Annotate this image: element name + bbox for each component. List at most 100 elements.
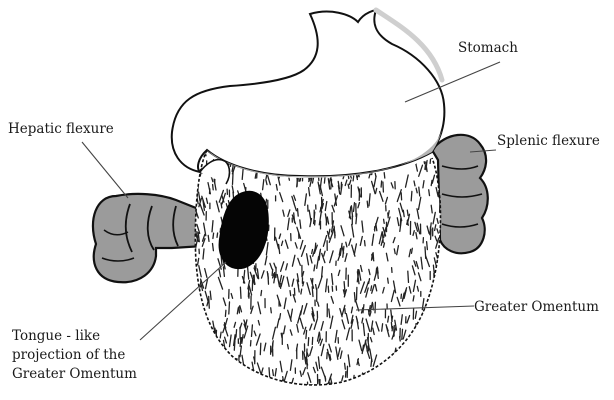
omentum-fiber bbox=[335, 383, 336, 395]
label-tongue-projection-line2: projection of the bbox=[12, 347, 125, 364]
omentum-fiber bbox=[209, 343, 211, 348]
omentum-fiber bbox=[301, 289, 302, 294]
omentum-fiber bbox=[431, 180, 432, 185]
omentum-fiber bbox=[439, 304, 440, 312]
omentum-fiber bbox=[407, 210, 408, 215]
omentum-fiber bbox=[312, 385, 315, 396]
omentum-fiber bbox=[272, 269, 273, 275]
omentum-fiber bbox=[348, 184, 349, 188]
omentum-fiber bbox=[327, 384, 328, 389]
omentum-fiber bbox=[219, 383, 221, 394]
omentum-fiber bbox=[440, 285, 442, 293]
omentum-fiber bbox=[258, 375, 260, 380]
omentum-fiber bbox=[194, 363, 197, 373]
omentum-fiber bbox=[199, 364, 203, 376]
omentum-fiber bbox=[308, 382, 309, 394]
omentum-fiber bbox=[233, 171, 234, 184]
omentum-fiber bbox=[212, 366, 214, 372]
omentum-fiber bbox=[438, 261, 439, 265]
omentum-fiber bbox=[298, 209, 299, 217]
omentum-fiber bbox=[211, 362, 213, 367]
label-splenic-flexure: Splenic flexure bbox=[497, 133, 600, 150]
omentum-fiber bbox=[428, 365, 431, 374]
omentum-fiber bbox=[439, 274, 441, 281]
omentum-fiber bbox=[302, 384, 306, 396]
omentum-fiber bbox=[240, 287, 241, 298]
omentum-fiber bbox=[211, 335, 214, 345]
omentum-fiber bbox=[419, 187, 420, 196]
omentum-fiber bbox=[441, 375, 442, 384]
omentum-fiber bbox=[436, 381, 440, 392]
omentum-fiber bbox=[238, 381, 240, 387]
omentum-fiber bbox=[411, 191, 412, 200]
omentum-fiber bbox=[248, 388, 249, 395]
omentum-fiber bbox=[440, 251, 442, 262]
omentum-fiber bbox=[260, 343, 261, 354]
omentum-fiber bbox=[221, 203, 222, 208]
label-greater-omentum: Greater Omentum bbox=[474, 299, 599, 316]
omentum-fiber bbox=[249, 377, 250, 384]
omentum-fiber bbox=[213, 244, 214, 251]
omentum-fiber bbox=[428, 315, 429, 320]
omentum-fiber bbox=[438, 386, 440, 392]
omentum-fiber bbox=[229, 302, 230, 314]
omentum-fiber bbox=[290, 291, 291, 296]
omentum-fiber bbox=[425, 357, 426, 368]
omentum-fiber bbox=[362, 318, 363, 323]
omentum-fiber bbox=[197, 322, 199, 332]
omentum-fiber bbox=[266, 390, 267, 394]
omentum-fiber bbox=[441, 253, 442, 266]
hepatic-flexure-colon bbox=[93, 194, 206, 282]
omentum-fiber bbox=[436, 364, 437, 370]
omentum-fiber bbox=[294, 213, 295, 223]
omentum-fiber bbox=[320, 333, 321, 340]
omentum-fiber bbox=[212, 343, 213, 350]
omentum-fiber bbox=[312, 250, 313, 254]
omentum-fiber bbox=[220, 371, 223, 381]
omentum-fiber bbox=[236, 330, 237, 337]
omentum-fiber bbox=[200, 280, 201, 287]
omentum-fiber bbox=[194, 332, 195, 345]
omentum-fiber bbox=[231, 358, 232, 366]
omentum-fiber bbox=[376, 374, 377, 378]
omentum-fiber bbox=[394, 380, 395, 392]
omentum-fiber bbox=[203, 314, 205, 327]
omentum-fiber bbox=[208, 235, 209, 241]
label-tongue-projection-line3: Greater Omentum bbox=[12, 366, 137, 383]
omentum-fiber bbox=[434, 353, 435, 358]
omentum-fiber bbox=[221, 369, 223, 375]
label-stomach: Stomach bbox=[458, 40, 518, 57]
omentum-fiber bbox=[209, 366, 210, 377]
omentum-fiber bbox=[439, 329, 441, 341]
omentum-fiber bbox=[413, 378, 415, 385]
omentum-fiber bbox=[382, 324, 383, 331]
omentum-fiber bbox=[410, 348, 412, 355]
omentum-fiber bbox=[217, 233, 218, 237]
omentum-fiber bbox=[408, 383, 409, 388]
omentum-fiber bbox=[199, 353, 200, 359]
omentum-fiber bbox=[394, 249, 395, 254]
omentum-fiber bbox=[192, 267, 195, 275]
label-hepatic-flexure: Hepatic flexure bbox=[8, 121, 114, 138]
omentum-fiber bbox=[421, 331, 422, 336]
omentum-fiber bbox=[413, 296, 414, 301]
omentum-fiber bbox=[225, 310, 226, 316]
omentum-fiber bbox=[228, 355, 231, 366]
omentum-fiber bbox=[384, 173, 385, 178]
omentum-fiber bbox=[241, 375, 243, 384]
omentum-fiber bbox=[440, 299, 441, 304]
omentum-fiber bbox=[228, 367, 229, 373]
omentum-fiber bbox=[261, 291, 262, 296]
omentum-fiber bbox=[401, 347, 403, 352]
omentum-fiber bbox=[431, 340, 434, 349]
omentum-fiber bbox=[378, 271, 379, 278]
omentum-fiber bbox=[404, 345, 405, 351]
omentum-fiber bbox=[319, 251, 320, 259]
omentum-fiber bbox=[365, 379, 366, 391]
omentum-fiber bbox=[315, 221, 316, 226]
omentum-fiber bbox=[355, 383, 356, 390]
omentum-fiber bbox=[252, 325, 253, 337]
omentum-fiber bbox=[371, 378, 372, 389]
omentum-fiber bbox=[194, 357, 196, 369]
